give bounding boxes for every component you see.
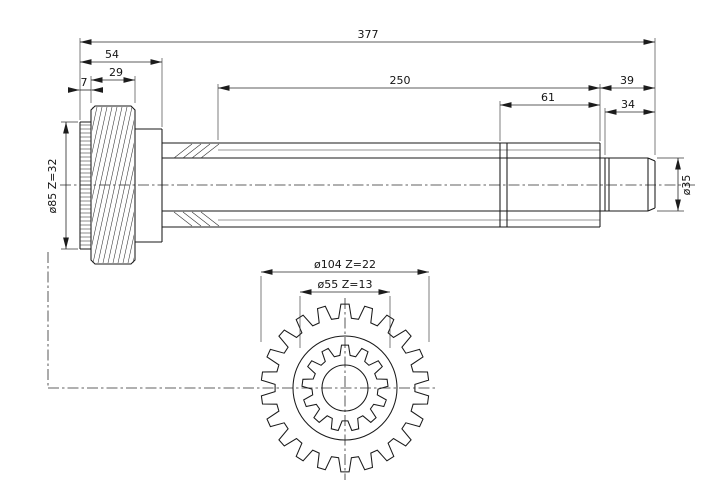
helical-teeth-hatch	[92, 107, 134, 263]
spline-ring-serrations	[80, 124, 91, 246]
dim-stub-diameter: ø35	[657, 157, 693, 212]
dim-front-spline-spec-label: ø55 Z=13	[318, 278, 373, 291]
dim-stub-length-label: 34	[621, 98, 635, 111]
dim-journal-length: 61	[499, 91, 600, 141]
dim-end-section-length-label: 39	[620, 74, 634, 87]
gear-outline	[90, 105, 136, 265]
spline-ring-outline	[79, 121, 91, 250]
stub-chamfer	[647, 157, 656, 212]
dim-stub-diameter-label: ø35	[680, 175, 693, 196]
stub-groove	[604, 158, 610, 211]
gear-boss-outline	[135, 128, 163, 243]
dim-total-length: 377	[79, 28, 656, 155]
dimensions: 377 54 29 7 250 39	[46, 28, 693, 348]
spline-pitch-lines	[218, 149, 600, 221]
dim-total-length-label: 377	[358, 28, 379, 41]
dim-front-spline-spec: ø55 Z=13	[299, 278, 391, 348]
dim-spline-shaft-length-label: 250	[390, 74, 411, 87]
dim-front-gear-spec-label: ø104 Z=22	[314, 258, 376, 271]
dim-ring-gear-spec: ø85 Z=32	[46, 121, 78, 250]
spline-leadin-chamfers	[173, 143, 220, 227]
hub-circle	[292, 335, 398, 441]
spline-outer-diameter-lines	[162, 142, 600, 228]
dim-front-gear-spec-extensions	[260, 276, 430, 342]
bore-circle	[321, 364, 369, 412]
front-view	[47, 252, 437, 480]
dim-spline-ring-width-label: 7	[81, 76, 88, 89]
spline-ring	[79, 121, 91, 250]
dim-spline-shaft-length-extensions	[217, 84, 601, 141]
dim-spline-shaft-length: 250	[217, 74, 601, 141]
dim-front-spline-spec-extensions	[299, 296, 391, 348]
shaft-end-stub	[604, 157, 656, 212]
dim-journal-length-label: 61	[541, 91, 555, 104]
dim-ring-gear-spec-extensions	[61, 121, 78, 250]
helical-gear	[90, 105, 163, 265]
dim-end-section-length: 39	[600, 74, 655, 91]
gear-teeth-outline	[260, 303, 430, 473]
dim-total-length-extensions	[79, 38, 656, 155]
dim-gear-face-width-label: 29	[109, 66, 123, 79]
spline-root-lines	[162, 157, 648, 212]
shaft-body	[162, 142, 648, 228]
dim-spline-ring-width: 7	[68, 76, 103, 93]
dim-hub-total-width-label: 54	[105, 48, 119, 61]
spline-runout-groove	[499, 143, 508, 227]
dim-front-gear-spec: ø104 Z=22	[260, 258, 430, 342]
dim-gear-face-width: 29	[90, 66, 136, 103]
side-view	[60, 105, 695, 265]
spline-teeth-outline	[301, 344, 389, 432]
dim-stub-length: 34	[604, 98, 655, 155]
dim-hub-total-width: 54	[80, 48, 163, 127]
dim-ring-gear-spec-label: ø85 Z=32	[46, 159, 59, 214]
